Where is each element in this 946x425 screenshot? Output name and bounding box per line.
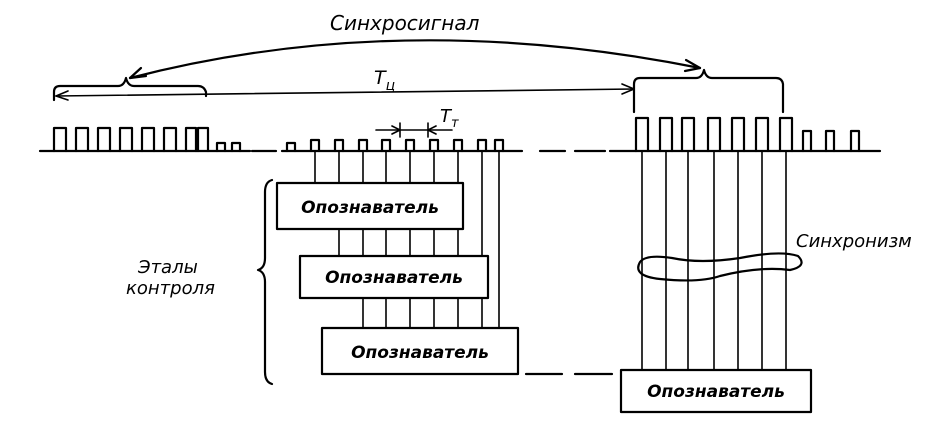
connections-left xyxy=(314,150,500,329)
clock-period-label: Tт xyxy=(440,106,459,131)
cycle-period-arrow xyxy=(55,83,635,101)
identifier-box-3: Опознаватель xyxy=(320,326,520,376)
synchronism-loop xyxy=(637,252,803,282)
sync-pulse-train-left xyxy=(52,126,210,153)
identifier-label: Опознаватель xyxy=(351,343,489,363)
sync-signal-label: Синхросигнал xyxy=(330,11,480,35)
identifier-label: Опознаватель xyxy=(325,268,463,288)
identifier-box-2: Опознаватель xyxy=(298,254,490,300)
connections-right xyxy=(641,150,787,371)
sync-pulse-train-right xyxy=(634,116,861,153)
clock-period-arrow xyxy=(375,122,453,138)
clock-pulses-left xyxy=(215,138,505,153)
identifier-box-4: Опознаватель xyxy=(619,368,813,414)
control-stages-label-line1: Эталы xyxy=(137,257,198,278)
cycle-period-label: Tц xyxy=(374,67,395,94)
sync-signal-arc xyxy=(128,39,702,80)
identifier-box-1: Опознаватель xyxy=(275,181,465,231)
control-stages-brace xyxy=(256,178,274,386)
identifier-label: Опознаватель xyxy=(301,198,439,218)
identifier-label: Опознаватель xyxy=(647,382,785,402)
sync-brace-left xyxy=(52,76,208,102)
synchronism-label: Синхронизм xyxy=(796,231,912,252)
sync-brace-right xyxy=(632,68,785,114)
control-stages-label-line2: контроля xyxy=(126,278,215,299)
